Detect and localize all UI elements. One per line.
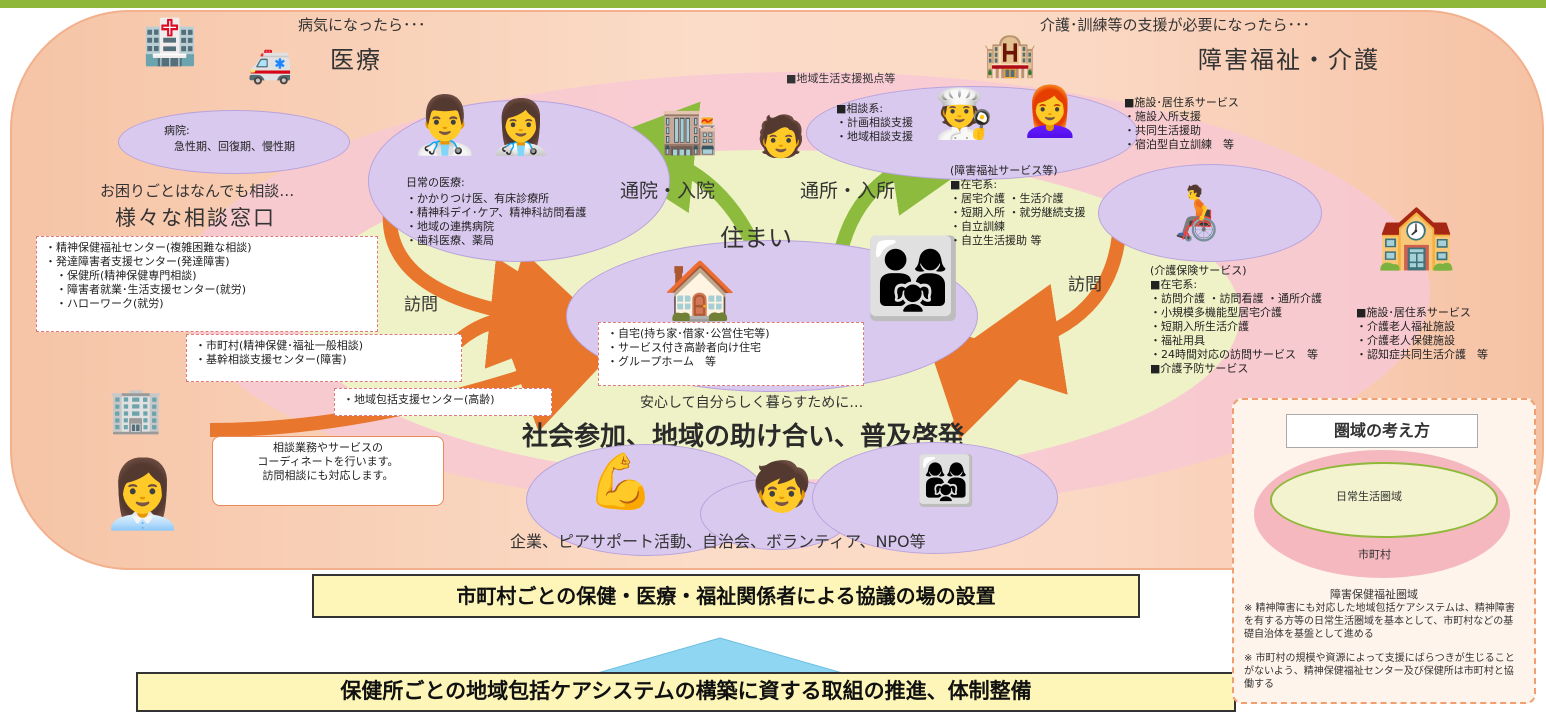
ambulance-icon: 🚑	[247, 45, 293, 86]
visit-label-right: 訪問	[1068, 275, 1102, 295]
commute-hospital-label: 通院・入院	[620, 180, 716, 202]
care-services: (介護保険サービス) ■在宅系: ・訪問介護 ・訪問看護 ・通所介護 ・小規模多…	[1150, 264, 1322, 375]
legend-note-2: ※ 市町村の規模や資源によって支援にばらつきが生じることがないよう、精神保健福祉…	[1244, 653, 1515, 690]
daily-medical-ellipse	[368, 100, 670, 262]
welfare-title: 障害福祉・介護	[1198, 46, 1380, 74]
daily-medical-title: 日常の医療:	[406, 176, 465, 189]
council-box: 市町村ごとの保健・医療・福祉関係者による協議の場の設置	[312, 574, 1140, 618]
arrow-consult-center	[439, 251, 616, 360]
care-facility: ■施設･居住系サービス ・介護老人福祉施設 ・介護老人保健施設 ・認知症共同生活…	[1356, 306, 1488, 361]
counselor-icon: 👩‍💼	[101, 456, 185, 533]
hospital-ellipse	[118, 110, 350, 174]
facility-services: ■施設･居住系サービス ・施設入所支援 ・共同生活援助 ・宿泊型自立訓練 等	[1124, 96, 1239, 151]
staff-icon: 🧑	[756, 113, 806, 160]
consult-box-2: ・市町村(精神保健･福祉一般相談) ・基幹相談支援センター(障害)	[186, 334, 462, 382]
people-icon: 👩‍👩‍👧	[916, 452, 976, 509]
caregiver-icon: 🧑‍🍳	[934, 85, 994, 142]
hospital-building-icon: 🏥	[142, 17, 198, 68]
hospital-text: 急性期、回復期、慢性期	[174, 140, 295, 153]
community-caption: 安心して自分らしく暮らすために…	[640, 395, 864, 411]
nurse-icon: 👩‍⚕️	[488, 97, 554, 158]
helper-icon: 👩‍🦰	[1020, 83, 1080, 140]
consult-box-1: ・精神保健福祉センター(複雑困難な相談) ・発達障害者支援センター(発達障害) …	[36, 236, 378, 332]
community-actors: 企業、ピアサポート活動、自治会、ボランティア、NPO等	[510, 532, 926, 551]
housing-items: ・自宅(持ち家･借家･公営住宅等) ・サービス付き高齢者向け住宅 ・グループホー…	[598, 322, 864, 386]
legend-note-1: ※ 精神障害にも対応した地域包括ケアシステムは、精神障害を有する方等の日常生活圏…	[1244, 603, 1515, 640]
public-health-center-box: 保健所ごとの地域包括ケアシステムの構築に資する取組の推進、体制整備	[136, 672, 1236, 712]
care-ellipse	[1098, 164, 1322, 262]
arrow-community	[920, 320, 1040, 440]
top-accent-bar	[0, 0, 1546, 8]
community-ellipse-right	[812, 442, 1058, 554]
wheelchair-icon: 🧑‍🦽	[1162, 180, 1230, 243]
child-icon: 🧒	[752, 458, 812, 515]
legend-outer-label: 障害保健福祉圏域	[1330, 588, 1418, 601]
hospital-title: 病院:	[164, 124, 190, 137]
legend-title: 圏域の考え方	[1286, 414, 1478, 448]
consult-box-3: ・地域包括支援センター(高齢)	[334, 388, 552, 416]
base-label: ■地域生活支援拠点等	[786, 72, 896, 85]
supporter-icon: 💪	[587, 450, 655, 513]
consult-title: 様々な相談窓口	[115, 206, 276, 230]
legend-inner-label: 日常生活圏域	[1336, 490, 1402, 503]
disability-services: (障害福祉サービス等) ■在宅系: ・居宅介護 ・生活介護 ・短期入所 ・就労継…	[950, 164, 1086, 247]
family-icon: 👨‍👩‍👧	[864, 233, 962, 324]
office-building-icon: 🏢	[108, 385, 164, 436]
clinic-building-icon: 🏬	[661, 102, 719, 157]
housing-title: 住まい	[720, 224, 792, 252]
medical-caption: 病気になったら･･･	[298, 16, 426, 34]
welfare-consult-ellipse	[806, 86, 1138, 180]
legend-middle-label: 市町村	[1358, 548, 1391, 561]
welfare-caption: 介護･訓練等の支援が必要になったら･･･	[1040, 16, 1311, 34]
commute-facility-label: 通所・入所	[800, 180, 896, 202]
doctor-icon: 👨‍⚕️	[410, 93, 480, 158]
medical-title: 医療	[330, 46, 382, 74]
house-icon: 🏠	[662, 257, 738, 328]
consult-services: ■相談系: ・計画相談支援 ・地域相談支援	[836, 102, 913, 143]
daily-medical-items: ・かかりつけ医、有床診療所 ・精神科デイ･ケア、精神科訪問看護 ・地域の連携病院…	[406, 192, 587, 247]
visit-label-left: 訪問	[404, 295, 438, 315]
speech-bubble: 相談業務やサービスの コーディネートを行います。 訪問相談にも対応します。	[212, 436, 444, 506]
nursing-home-icon: 🏫	[1376, 198, 1456, 273]
consult-caption: お困りごとはなんでも相談…	[100, 182, 295, 200]
facility-building-icon: 🏨	[982, 29, 1038, 80]
legend-inner-ring	[1270, 462, 1498, 538]
